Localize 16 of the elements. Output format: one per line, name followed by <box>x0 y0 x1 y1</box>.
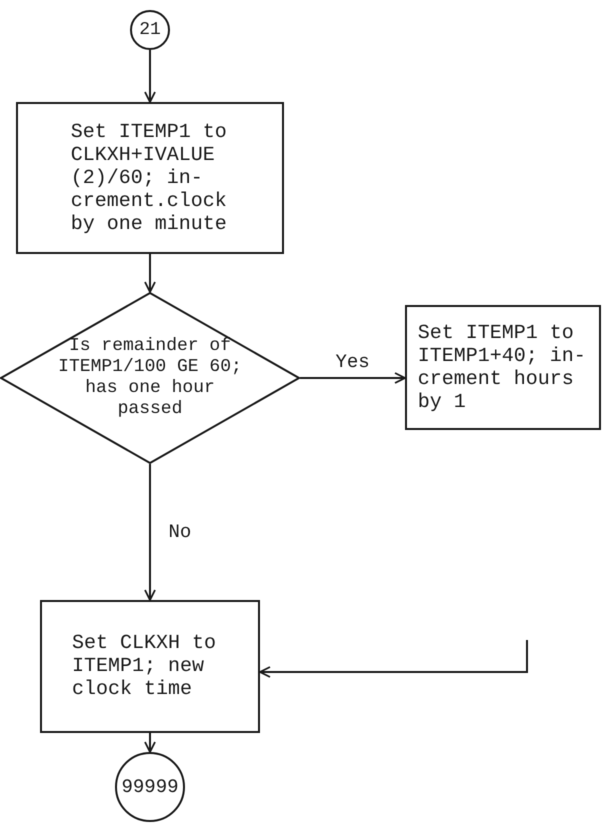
step-text: Set ITEMP1 to CLKXH+IVALUE (2)/60; in- crement.clock by one minute <box>70 120 228 236</box>
flow-arrow <box>300 372 406 384</box>
process-box <box>405 305 601 430</box>
step-text: Set ITEMP1 to ITEMP1+40; in- crement hours by 1 <box>418 322 587 414</box>
connector-circle <box>130 10 170 50</box>
decision-diamond <box>0 292 300 464</box>
process-box <box>16 102 284 254</box>
flow-arrow <box>144 464 156 601</box>
process-box <box>40 600 260 733</box>
connector-number: 21 <box>139 18 161 42</box>
step-text: Set CLKXH to ITEMP1; new clock time <box>72 632 218 701</box>
flow-arrow <box>259 640 528 678</box>
flow-arrow <box>144 50 156 103</box>
flow-arrow <box>144 733 156 753</box>
flow-arrow <box>144 254 156 293</box>
connector-number: 99999 <box>121 776 178 798</box>
